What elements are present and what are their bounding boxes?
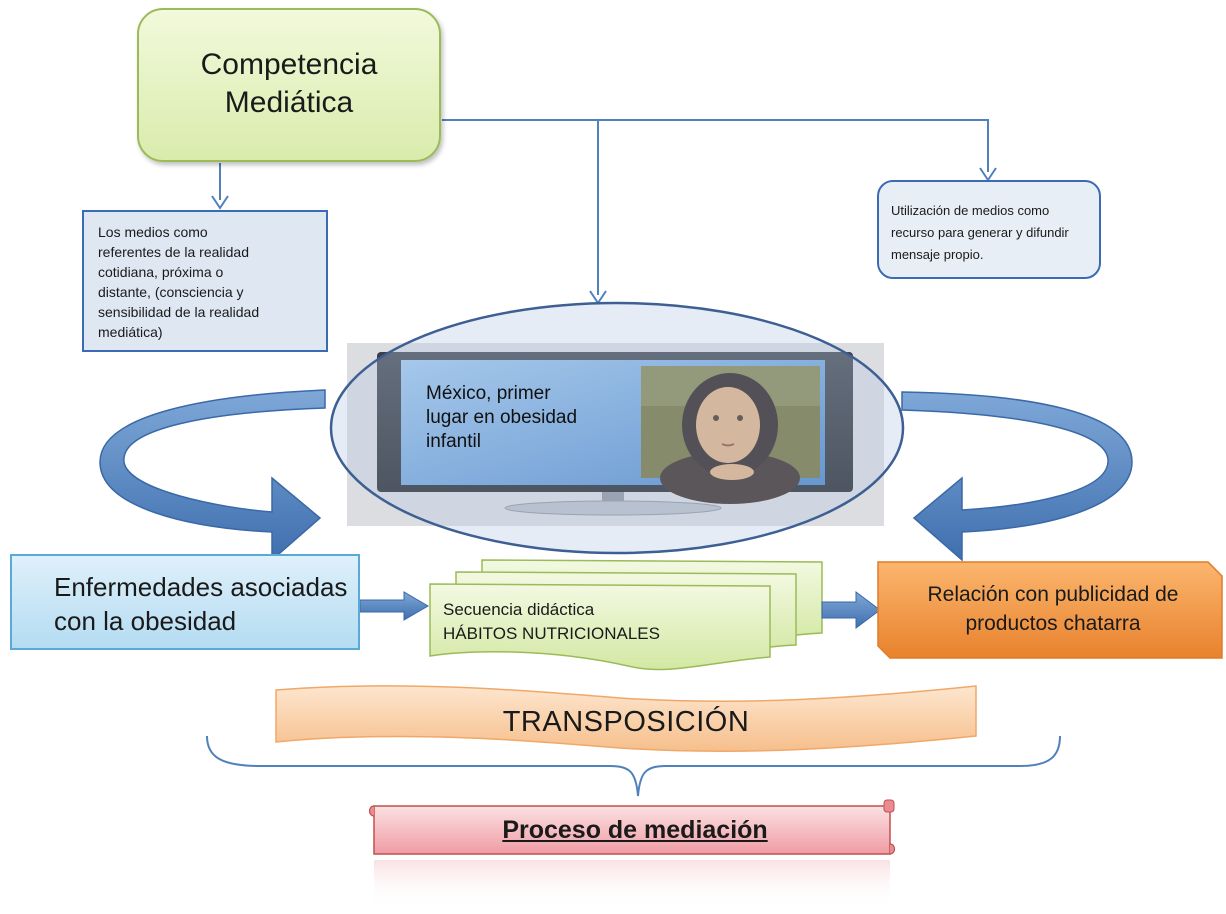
painting-icon bbox=[641, 366, 820, 504]
curved-arrow-left-icon bbox=[99, 389, 326, 562]
competencia-mediatica-box: Competencia Mediática bbox=[137, 8, 441, 162]
secuencia-didactica-text: Secuencia didáctica HÁBITOS NUTRICIONALE… bbox=[443, 600, 660, 643]
arrowhead-to-medios bbox=[211, 195, 229, 210]
tv-highlight-ellipse bbox=[329, 301, 905, 555]
curly-brace bbox=[206, 735, 1061, 797]
television bbox=[377, 352, 853, 516]
competencia-mediatica-title: Competencia Mediática bbox=[200, 48, 378, 119]
block-arrow-to-relacion bbox=[821, 591, 881, 629]
tv-stand-neck bbox=[602, 492, 624, 502]
connector-to-utilizacion bbox=[442, 119, 989, 172]
proceso-mediacion-text: Proceso de mediación bbox=[502, 816, 768, 844]
utilizacion-medios-text: Utilización de medios como recurso para … bbox=[891, 203, 1069, 262]
proceso-scroll bbox=[368, 799, 896, 908]
medios-referentes-box: Los medios como referentes de la realida… bbox=[82, 210, 328, 352]
block-arrow-to-secuencia bbox=[359, 591, 429, 621]
curved-arrow-right-icon bbox=[901, 391, 1133, 562]
transposicion-text: TRANSPOSICIÓN bbox=[502, 706, 750, 738]
secuencia-pages bbox=[429, 559, 823, 671]
relacion-publicidad-text: Relación con publicidad de productos cha… bbox=[927, 583, 1179, 635]
utilizacion-medios-box: Utilización de medios como recurso para … bbox=[877, 180, 1101, 279]
transposicion-banner bbox=[275, 685, 977, 752]
enfermedades-text: Enfermedades asociadas con la obesidad bbox=[54, 572, 348, 636]
tv-stand-base bbox=[504, 500, 722, 516]
relacion-box bbox=[877, 561, 1223, 659]
enfermedades-box: Enfermedades asociadas con la obesidad bbox=[10, 554, 360, 650]
tv-screen-text: México, primer lugar en obesidad infanti… bbox=[426, 383, 578, 452]
medios-referentes-text: Los medios como referentes de la realida… bbox=[98, 224, 260, 340]
